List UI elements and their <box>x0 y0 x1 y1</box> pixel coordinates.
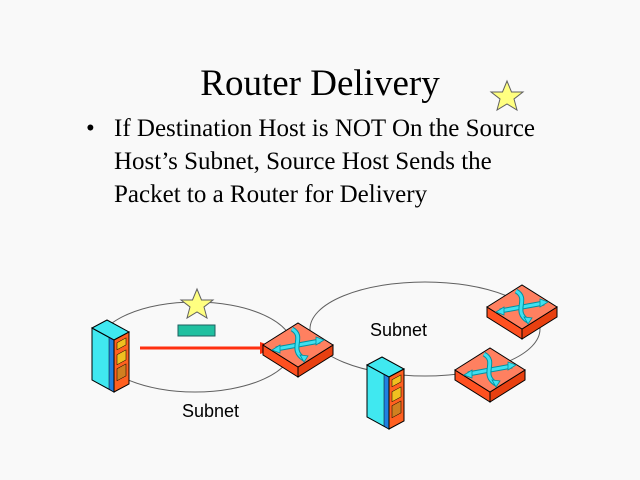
star-icon <box>490 80 524 111</box>
subnet-label-left: Subnet <box>182 401 240 421</box>
router-icon <box>263 323 333 377</box>
source-host-server-icon <box>91 319 130 393</box>
bullet-dot: • <box>86 115 95 142</box>
packet-icon <box>177 324 216 337</box>
bullet-list: • If Destination Host is NOT On the Sour… <box>86 112 556 211</box>
router-icon <box>487 285 557 339</box>
router-icon <box>455 348 525 402</box>
slide-title: Router Delivery <box>200 63 440 104</box>
packet-star-icon <box>180 288 214 319</box>
subnet-ellipse-right <box>309 281 541 377</box>
bullet-item: If Destination Host is NOT On the Source… <box>114 115 536 208</box>
server-icon <box>366 356 405 430</box>
subnet-label-right: Subnet <box>370 320 428 340</box>
